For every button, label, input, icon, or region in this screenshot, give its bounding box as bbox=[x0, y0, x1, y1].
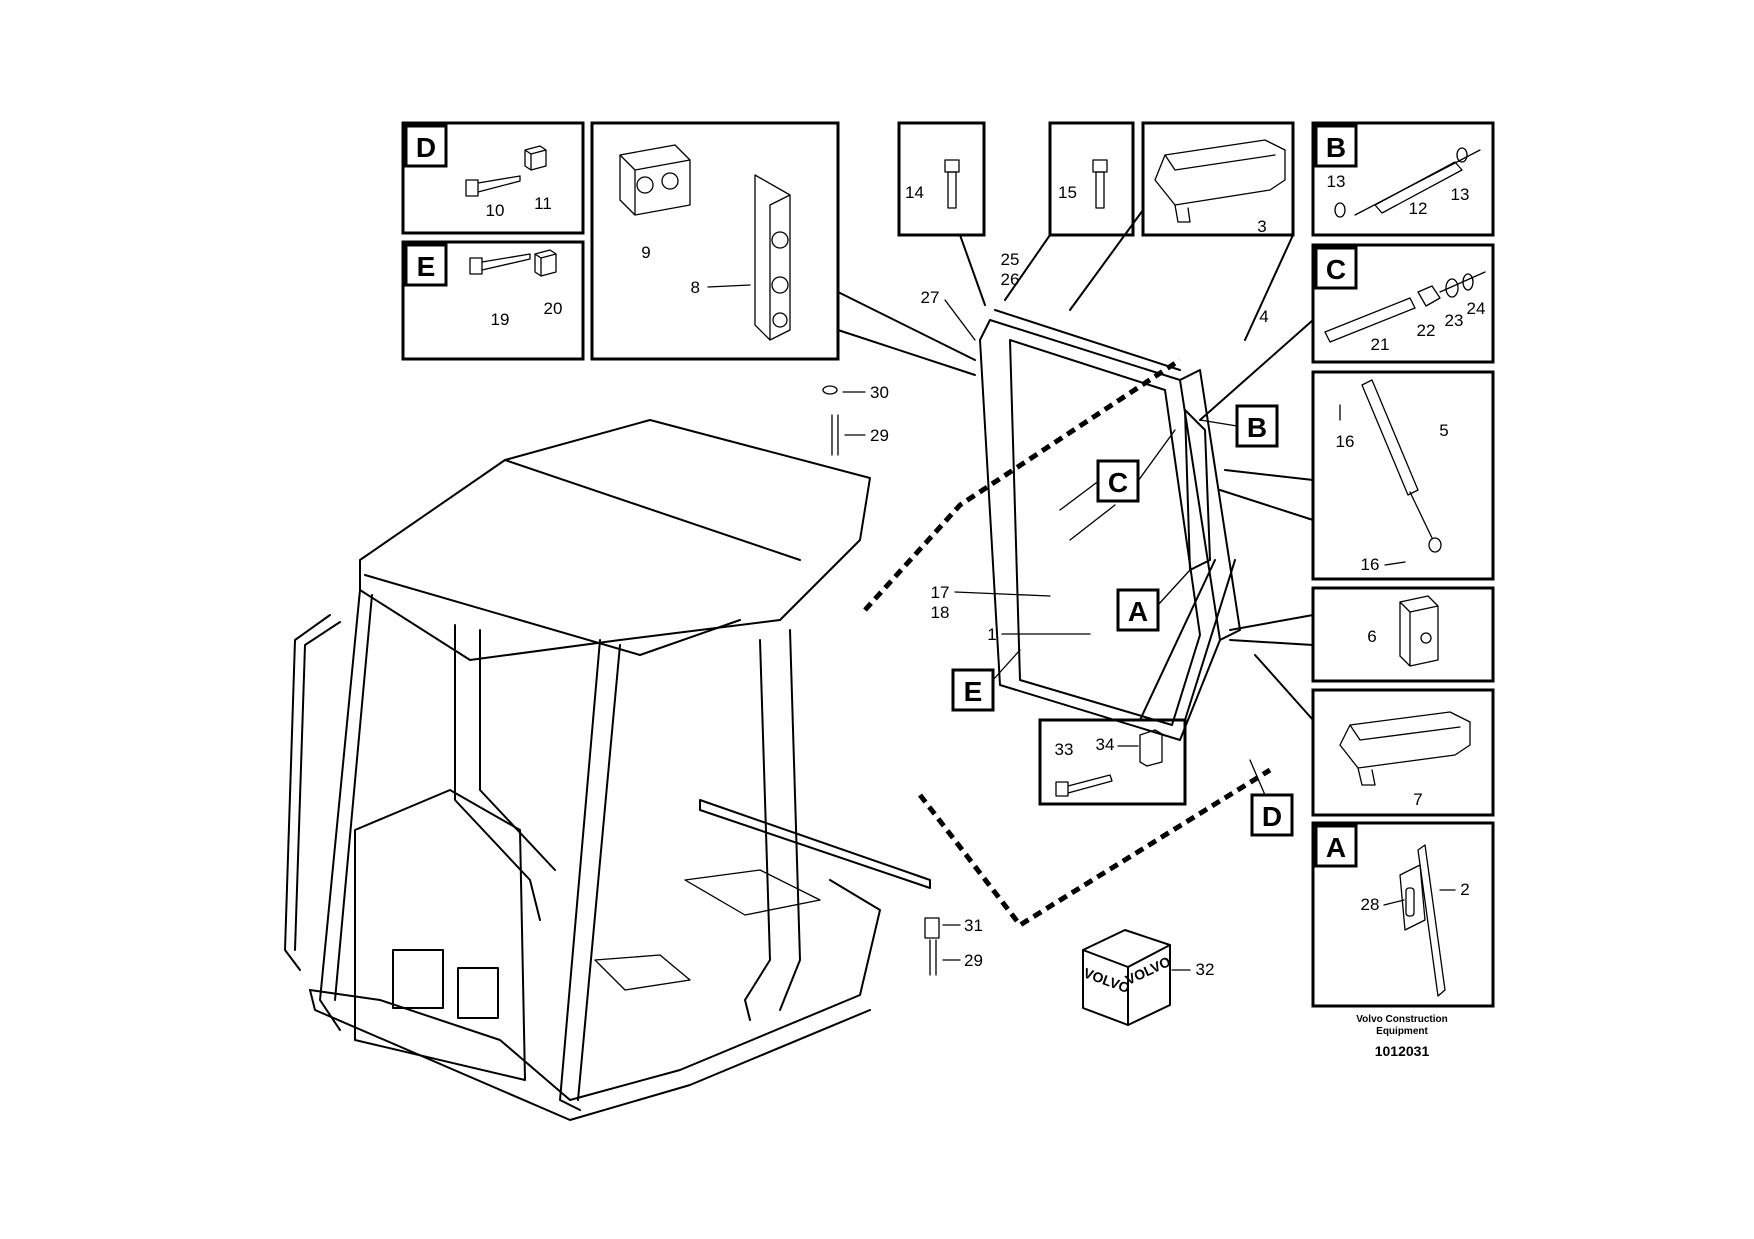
bolt-icon bbox=[465, 175, 521, 197]
part-number-1: 1 bbox=[987, 625, 996, 644]
part-number-32: 32 bbox=[1196, 960, 1215, 979]
callout-letter-a: A bbox=[1128, 596, 1148, 627]
bolt-icon bbox=[944, 159, 960, 209]
part-number-29-bottom: 29 bbox=[964, 951, 983, 970]
part-number-13-right: 13 bbox=[1451, 185, 1470, 204]
footer-credit: Volvo Construction Equipment 1012031 bbox=[1356, 1014, 1447, 1059]
callout-letter-b: B bbox=[1247, 412, 1267, 443]
footer-line-1: Volvo Construction bbox=[1356, 1014, 1447, 1025]
part-number-6: 6 bbox=[1367, 627, 1376, 646]
latch-icon bbox=[1399, 844, 1446, 997]
spacer-icon bbox=[924, 917, 940, 939]
part-number-3: 3 bbox=[1257, 217, 1266, 236]
nut-icon bbox=[1139, 729, 1163, 767]
detail-box-gas-spring: 16 5 16 bbox=[1311, 370, 1495, 581]
plate-icon bbox=[619, 144, 691, 216]
door-opening-outline bbox=[863, 357, 1272, 929]
diagram-code: 1012031 bbox=[1375, 1043, 1430, 1059]
door-assembly bbox=[979, 309, 1241, 741]
part-number-10: 10 bbox=[486, 201, 505, 220]
part-number-13-left: 13 bbox=[1327, 172, 1346, 191]
seal-profile-icon bbox=[1339, 711, 1471, 786]
detail-box-e: E 19 20 bbox=[401, 240, 585, 361]
fastener-group-top: 30 29 bbox=[822, 383, 889, 456]
part-number-12: 12 bbox=[1409, 199, 1428, 218]
detail-box-hinge-plates: 9 8 bbox=[590, 121, 840, 361]
detail-box-33-34: 33 34 bbox=[1038, 718, 1187, 806]
detail-letter-d: D bbox=[416, 132, 436, 163]
detail-box-block-6: 6 bbox=[1311, 586, 1495, 683]
callout-tags: B C A E D bbox=[951, 404, 1294, 837]
part-number-2: 2 bbox=[1460, 880, 1469, 899]
part-number-21: 21 bbox=[1371, 335, 1390, 354]
detail-letter-b: B bbox=[1326, 132, 1346, 163]
detail-box-bolt-15: 15 bbox=[1048, 121, 1135, 237]
volvo-box-part-32: VOLVO VOLVO 32 bbox=[1081, 929, 1215, 1026]
part-number-8: 8 bbox=[691, 278, 700, 297]
part-number-34: 34 bbox=[1096, 735, 1115, 754]
callout-letter-d: D bbox=[1262, 801, 1282, 832]
part-number-24: 24 bbox=[1467, 299, 1486, 318]
detail-box-b: B 13 12 13 bbox=[1311, 121, 1495, 237]
part-number-28: 28 bbox=[1361, 895, 1380, 914]
part-number-17: 17 bbox=[931, 583, 950, 602]
detail-box-seal-7: 7 bbox=[1311, 688, 1495, 817]
part-number-19: 19 bbox=[491, 310, 510, 329]
seal-profile-icon bbox=[1154, 139, 1286, 223]
detail-letter-c: C bbox=[1326, 254, 1346, 285]
cab-frame bbox=[284, 419, 931, 1121]
part-number-26: 26 bbox=[1001, 270, 1020, 289]
part-number-16-bottom: 16 bbox=[1361, 555, 1380, 574]
part-number-9: 9 bbox=[641, 243, 650, 262]
box-logo-text-left: VOLVO bbox=[1081, 965, 1132, 996]
nut-icon bbox=[524, 145, 547, 171]
detail-box-bolt-14: 14 bbox=[897, 121, 986, 237]
footer-line-2: Equipment bbox=[1376, 1026, 1428, 1037]
block-icon bbox=[1399, 595, 1439, 667]
part-number-16-top: 16 bbox=[1336, 432, 1355, 451]
part-number-14: 14 bbox=[905, 183, 924, 202]
part-number-15: 15 bbox=[1058, 183, 1077, 202]
box-logo-text-right: VOLVO bbox=[1123, 953, 1173, 988]
part-number-29-top: 29 bbox=[870, 426, 889, 445]
detail-box-a: A 28 2 bbox=[1311, 821, 1495, 1008]
part-number-18: 18 bbox=[931, 603, 950, 622]
bolt-icon bbox=[1055, 774, 1113, 797]
pin-icon bbox=[1334, 147, 1481, 218]
detail-box-seal-3: 3 bbox=[1141, 121, 1295, 237]
part-number-23: 23 bbox=[1445, 311, 1464, 330]
detail-letter-e: E bbox=[417, 251, 436, 282]
callout-letter-c: C bbox=[1108, 467, 1128, 498]
part-number-4: 4 bbox=[1259, 307, 1268, 326]
part-number-31: 31 bbox=[964, 916, 983, 935]
shaft-icon bbox=[1324, 271, 1486, 343]
hinge-icon bbox=[754, 174, 791, 341]
part-number-7: 7 bbox=[1413, 790, 1422, 809]
part-number-20: 20 bbox=[544, 299, 563, 318]
detail-box-c: C 21 22 23 24 bbox=[1311, 243, 1495, 364]
fastener-group-bottom: 31 29 bbox=[924, 916, 983, 976]
detail-box-d: D 10 11 bbox=[401, 121, 585, 235]
part-number-33: 33 bbox=[1055, 740, 1074, 759]
part-number-5: 5 bbox=[1439, 421, 1448, 440]
part-number-22: 22 bbox=[1417, 321, 1436, 340]
door-part-labels: 25 26 27 4 17 18 1 bbox=[921, 250, 1269, 644]
bolt-icon bbox=[469, 253, 531, 275]
part-number-27: 27 bbox=[921, 288, 940, 307]
nut-icon bbox=[534, 249, 557, 277]
part-number-30: 30 bbox=[870, 383, 889, 402]
washer-icon bbox=[822, 385, 838, 395]
part-number-25: 25 bbox=[1001, 250, 1020, 269]
part-number-11: 11 bbox=[534, 194, 552, 213]
callout-letter-e: E bbox=[964, 676, 983, 707]
gas-spring-icon bbox=[1361, 379, 1442, 553]
leader-lines bbox=[837, 209, 1314, 721]
bolt-icon bbox=[1092, 159, 1108, 209]
detail-letter-a: A bbox=[1326, 832, 1346, 863]
